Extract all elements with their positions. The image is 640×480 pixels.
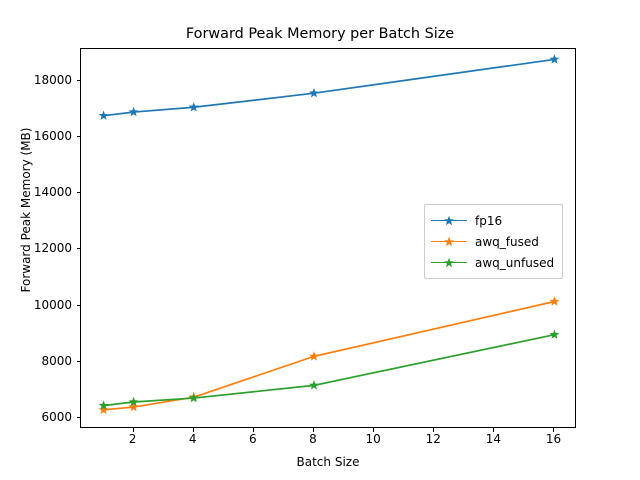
y-axis-tick-mark (76, 304, 80, 306)
y-axis-tick-label: 14000 (33, 185, 72, 200)
x-axis-tick-mark (373, 428, 375, 432)
series-marker (309, 87, 319, 98)
x-axis-tick-mark (192, 428, 194, 432)
y-axis-tick-label: 6000 (41, 410, 72, 425)
y-axis-tick-label: 10000 (33, 297, 72, 312)
series-marker (549, 329, 560, 339)
plot-area (80, 48, 576, 428)
legend-label: awq_unfused (475, 255, 555, 270)
y-axis-tick-label: 16000 (33, 128, 72, 143)
series-fp16 (98, 54, 560, 120)
series-line (102, 333, 556, 407)
series-marker (549, 296, 560, 306)
legend-item-fp16[interactable]: fp16 (431, 210, 554, 231)
chart-title: Forward Peak Memory per Batch Size (185, 26, 455, 42)
series-marker (188, 392, 199, 403)
x-axis-tick-label: 2 (128, 432, 137, 446)
y-axis-tick-mark (76, 192, 80, 194)
star-marker-icon (444, 236, 454, 246)
y-axis-tick-label: 12000 (33, 241, 72, 256)
x-axis-tick-mark (433, 428, 435, 432)
y-axis-tick-label: 8000 (41, 354, 72, 368)
y-axis-tick-mark (76, 79, 80, 81)
series-line (102, 58, 556, 117)
x-axis-tick-mark (493, 428, 495, 432)
series-line (102, 300, 556, 411)
legend-swatch (431, 256, 467, 270)
x-axis-tick-label: 16 (545, 432, 562, 446)
legend-label: fp16 (475, 213, 503, 228)
series-marker (128, 396, 139, 407)
series-awq_unfused (98, 329, 560, 410)
legend-swatch (431, 235, 467, 249)
legend-item-awq_fused[interactable]: awq_fused (431, 231, 554, 252)
legend-item-awq_unfused[interactable]: awq_unfused (431, 252, 554, 273)
star-marker-icon (444, 257, 454, 267)
legend-swatch (431, 214, 467, 228)
y-axis-tick-mark (76, 361, 80, 362)
x-axis-tick-mark (553, 428, 555, 432)
y-axis-tick-mark (76, 248, 80, 250)
series-marker (309, 380, 319, 390)
series-marker (98, 404, 109, 415)
series-marker (128, 106, 139, 117)
y-axis-tick-mark (76, 135, 80, 137)
series-canvas (98, 54, 560, 415)
legend[interactable]: fp16 awq_fused awq_unfused (424, 204, 564, 279)
x-axis-tick-label: 8 (309, 432, 317, 446)
x-axis-tick-mark (312, 428, 314, 432)
x-axis-tick-mark (132, 428, 134, 432)
y-axis-tick-label: 18000 (33, 72, 72, 87)
series-awq_fused (98, 296, 560, 415)
series-marker (309, 351, 319, 361)
legend-label: awq_fused (475, 234, 539, 249)
series-marker (98, 400, 109, 410)
y-axis-tick-mark (76, 417, 80, 419)
x-axis-tick-label: 4 (188, 432, 197, 446)
x-axis-label: Batch Size (296, 455, 360, 469)
x-axis-tick-label: 6 (249, 432, 257, 446)
series-marker (98, 110, 109, 120)
x-axis-tick-label: 12 (425, 432, 441, 446)
star-marker-icon (444, 215, 454, 225)
x-axis-tick-mark (252, 428, 254, 432)
series-marker (549, 54, 560, 64)
series-marker (128, 401, 139, 412)
series-marker (188, 102, 199, 112)
x-axis-tick-label: 14 (485, 432, 501, 446)
x-axis-tick-label: 10 (365, 432, 381, 446)
